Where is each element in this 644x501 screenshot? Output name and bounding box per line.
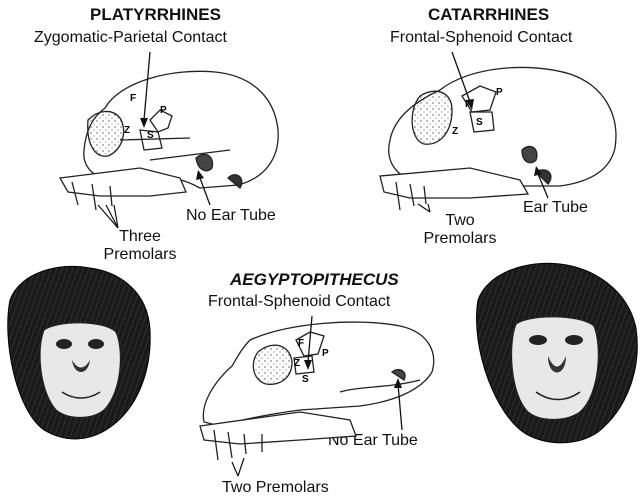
- aegypto-premolar-arrow-2: [238, 458, 244, 476]
- aegypto-frontal-label: F: [298, 338, 304, 349]
- catarrhine-parietal-label: P: [496, 87, 503, 98]
- platyrrhine-zygomatic-label: Z: [124, 125, 130, 136]
- aegypto-sphenoid-label: S: [302, 374, 309, 385]
- aegypto-zygomatic-label: Z: [294, 358, 300, 369]
- catarrhine-sphenoid-label: S: [476, 117, 483, 128]
- catarrhine-zygomatic-label: Z: [452, 126, 458, 137]
- left-monkey-face: [8, 266, 150, 439]
- platyrrhine-frontal-label: F: [130, 93, 136, 104]
- right-monkey-face: [477, 263, 638, 443]
- platyrrhine-skull: [60, 71, 278, 210]
- platyrrhine-sphenoid-label: S: [147, 130, 154, 141]
- aegypto-parietal-label: P: [322, 348, 329, 359]
- aegypto-premolar-arrow-1: [232, 462, 238, 476]
- platyrrhine-parietal-label: P: [160, 105, 167, 116]
